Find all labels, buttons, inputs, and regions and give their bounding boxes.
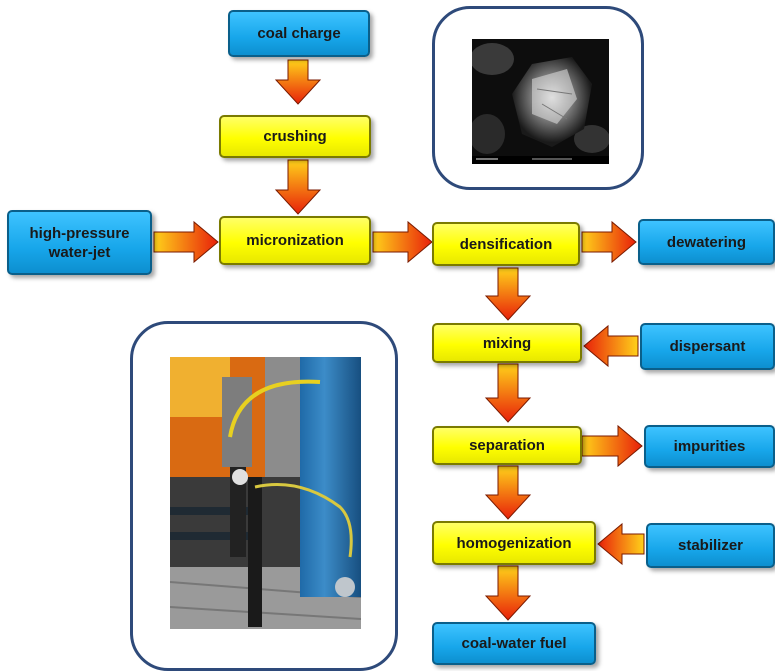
arrow-separation-to-homogenization bbox=[484, 465, 532, 520]
node-homogenization: homogenization bbox=[432, 521, 596, 565]
node-stabilizer: stabilizer bbox=[646, 523, 775, 568]
node-coal-charge: coal charge bbox=[228, 10, 370, 57]
arrow-densification-to-dewatering bbox=[581, 220, 637, 264]
node-impurities: impurities bbox=[644, 425, 775, 468]
arrow-mixing-to-separation bbox=[484, 363, 532, 423]
node-dewatering: dewatering bbox=[638, 219, 775, 265]
node-separation: separation bbox=[432, 426, 582, 465]
node-high-pressure-water-jet: high-pressure water-jet bbox=[7, 210, 152, 275]
arrow-stabilizer-to-homogenization bbox=[597, 522, 645, 566]
arrow-waterjet-to-micronization bbox=[153, 220, 219, 264]
node-crushing: crushing bbox=[219, 115, 371, 158]
arrow-coal-to-crushing bbox=[274, 59, 322, 105]
micrograph-image bbox=[472, 39, 609, 164]
node-coal-water-fuel: coal-water fuel bbox=[432, 622, 596, 665]
arrow-separation-to-impurities bbox=[581, 424, 643, 468]
arrow-micronization-to-densification bbox=[372, 220, 433, 264]
node-densification: densification bbox=[432, 222, 580, 266]
arrow-dispersant-to-mixing bbox=[583, 324, 639, 368]
node-micronization: micronization bbox=[219, 216, 371, 265]
arrow-densification-to-mixing bbox=[484, 267, 532, 321]
installation-photo bbox=[170, 357, 361, 629]
micrograph-frame bbox=[432, 6, 644, 190]
node-mixing: mixing bbox=[432, 323, 582, 363]
arrow-crushing-to-micronization bbox=[274, 159, 322, 215]
node-dispersant: dispersant bbox=[640, 323, 775, 370]
arrow-homogenization-to-fuel bbox=[484, 565, 532, 621]
installation-photo-frame bbox=[130, 321, 398, 671]
